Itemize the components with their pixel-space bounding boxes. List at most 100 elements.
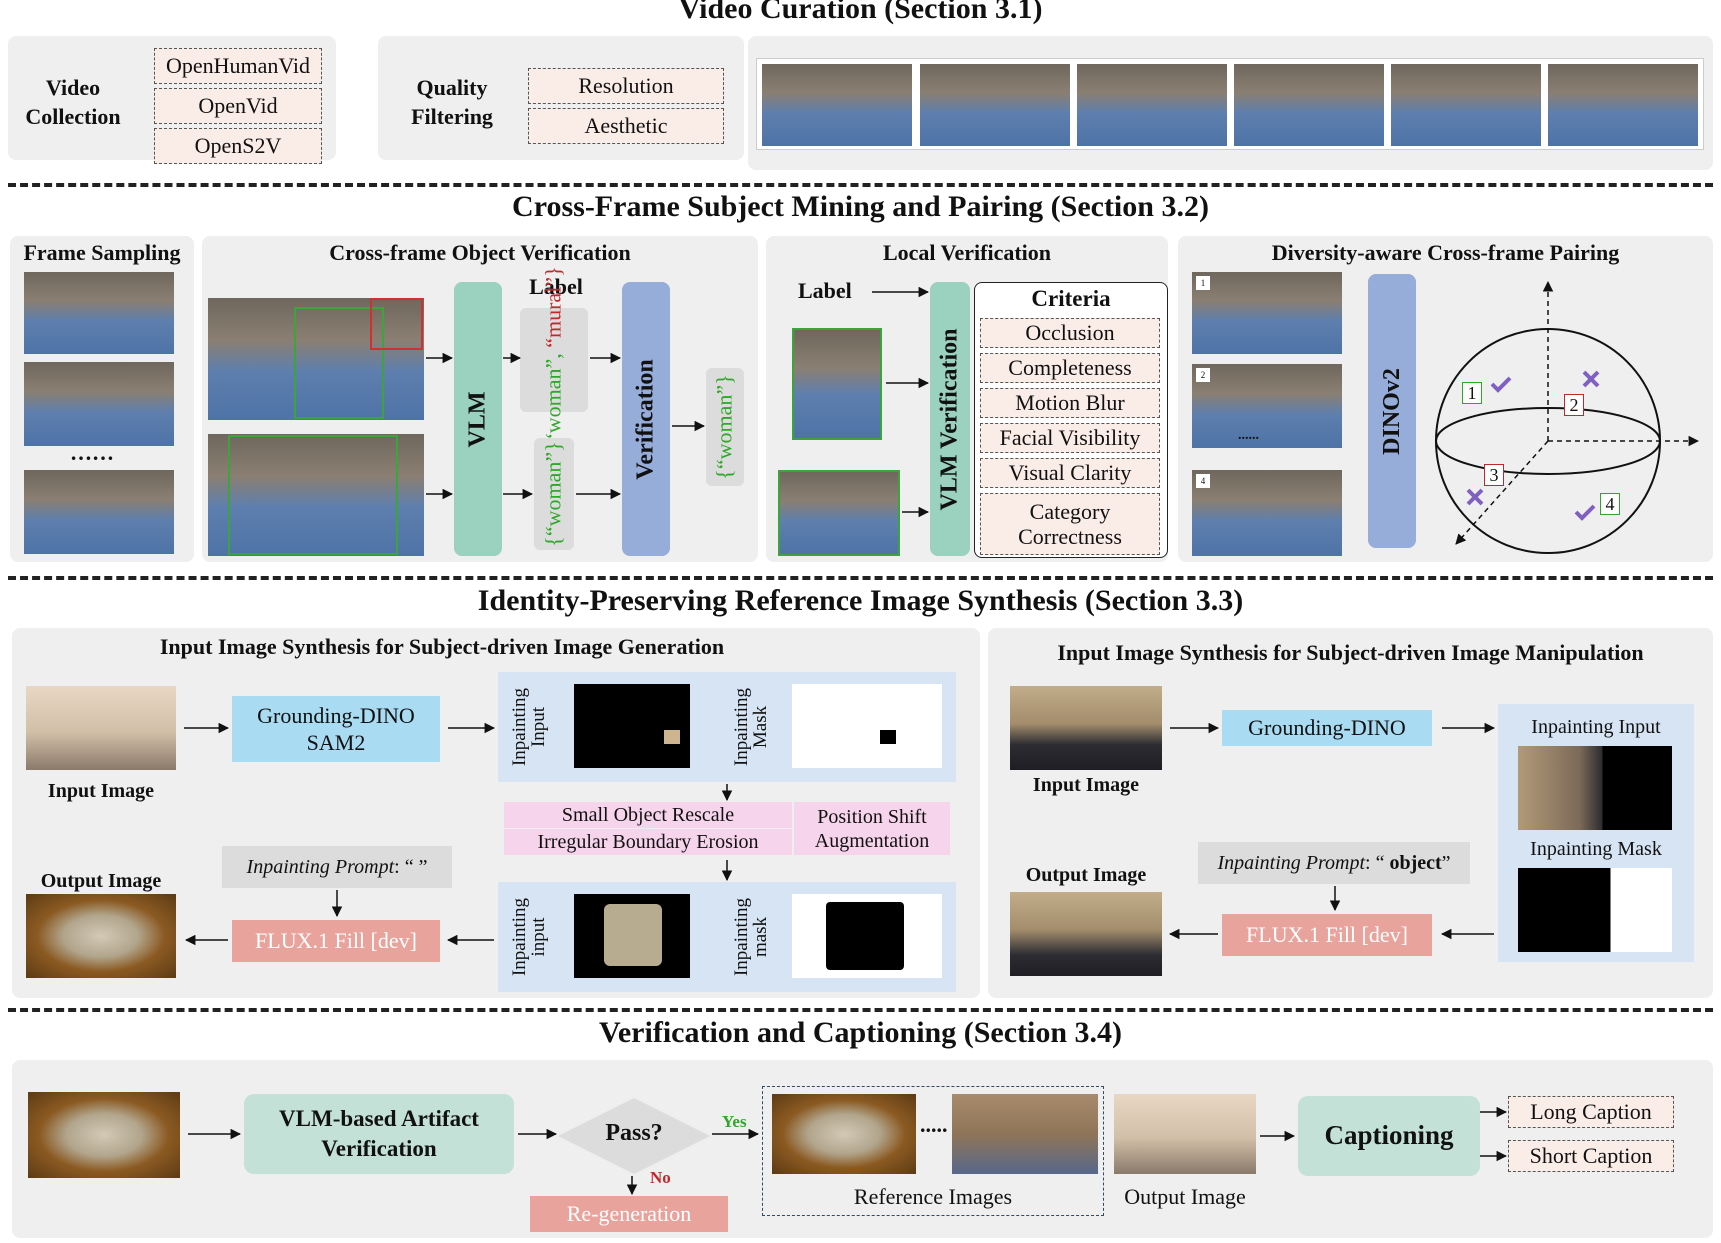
- man-input-image-label: Input Image: [1032, 774, 1140, 796]
- regeneration-box: Re-generation: [530, 1196, 728, 1232]
- video-collection-label: Video Collection: [25, 75, 121, 129]
- pass-label: Pass?: [605, 1120, 663, 1146]
- man-flux-box: FLUX.1 Fill [dev]: [1222, 914, 1432, 956]
- criterion-facial-visibility: Facial Visibility: [980, 423, 1160, 453]
- pair-frame-id-1: 1: [1196, 276, 1210, 290]
- local-verification-title: Local Verification: [882, 240, 1052, 265]
- video-frame-3: [1077, 64, 1227, 146]
- verification-box: Verification: [622, 282, 670, 556]
- quality-filtering-label: Quality Filtering: [411, 75, 493, 129]
- sphere-point-1: 1: [1462, 382, 1482, 404]
- man-output-image-label: Output Image: [1025, 864, 1147, 886]
- inpaint-mask-label-bottom: Inpainting mask: [731, 897, 772, 977]
- reference-images-box: [762, 1086, 1104, 1216]
- sphere-point-2: 2: [1564, 394, 1584, 416]
- captioning-box: Captioning: [1298, 1096, 1480, 1176]
- bbox-woman-frame-2: [228, 435, 398, 555]
- aug-position-shift: Position Shift Augmentation: [794, 802, 950, 855]
- pair-frame-3: [1192, 470, 1342, 556]
- video-frame-4: [1234, 64, 1384, 146]
- criterion-completeness: Completeness: [980, 353, 1160, 383]
- tag-box-frame-1: {“woman”, “mural”}: [520, 266, 588, 454]
- yes-label: Yes: [722, 1112, 747, 1131]
- criterion-category-correctness: Category Correctness: [980, 493, 1160, 555]
- criterion-occlusion: Occlusion: [980, 318, 1160, 348]
- man-inpaint-input-image: [1518, 746, 1672, 830]
- caption-output-image: [1114, 1094, 1256, 1174]
- gen-input-image-label: Input Image: [47, 780, 155, 802]
- irregular-mask: [826, 902, 904, 970]
- inpaint-mask-label-top: Inpainting Mask: [731, 687, 772, 767]
- man-grounding-box: Grounding-DINO: [1222, 710, 1432, 746]
- frame-sampling-ellipsis: ……: [70, 440, 114, 465]
- verification-frame-1: [208, 298, 424, 420]
- inpaint-input-label-bottom: Inpainting input: [509, 897, 550, 977]
- criteria-title: Criteria: [1031, 286, 1111, 311]
- sampled-frame-3: [24, 470, 174, 554]
- bbox-woman-frame-1: [294, 307, 384, 419]
- small-mask: [880, 730, 896, 744]
- inpaint-input-label-top: Inpainting Input: [509, 687, 550, 767]
- caption-output-image-label: Output Image: [1124, 1184, 1246, 1209]
- no-label: No: [650, 1168, 671, 1187]
- man-inpaint-mask-image: [1518, 868, 1672, 952]
- video-frame-2: [920, 64, 1070, 146]
- aug-small-object-rescale: Small Object Rescale: [504, 802, 792, 828]
- inpaint-mask-image-top: [792, 684, 942, 768]
- section-title-captioning: Verification and Captioning (Section 3.4…: [598, 1016, 1123, 1049]
- reference-image-1: [772, 1094, 916, 1174]
- pair-frame-2: [1192, 364, 1342, 448]
- filter-aesthetic: Aesthetic: [528, 108, 724, 144]
- local-crop-1: [792, 328, 882, 440]
- gen-input-image: [26, 686, 176, 770]
- caption-input-image: [28, 1092, 180, 1178]
- tag-woman-2: {“woman”}: [541, 441, 567, 547]
- dataset-opens2v: OpenS2V: [154, 128, 322, 164]
- section-title-mining: Cross-Frame Subject Mining and Pairing (…: [512, 190, 1209, 223]
- gen-prompt-box: Inpainting Prompt: “ ”: [222, 846, 452, 888]
- man-inpaint-mask-label: Inpainting Mask: [1530, 838, 1662, 860]
- pair-frame-1: [1192, 272, 1342, 354]
- video-frame-6: [1548, 64, 1698, 146]
- verification-frame-2: [208, 434, 424, 556]
- sampled-frame-2: [24, 362, 174, 446]
- man-inpaint-input-label: Inpainting Input: [1531, 716, 1661, 738]
- dataset-openvid: OpenVid: [154, 88, 322, 124]
- man-prompt-box: Inpainting Prompt: “ object”: [1198, 842, 1470, 884]
- sphere-point-3: 3: [1484, 464, 1504, 486]
- local-crop-2: [778, 470, 900, 556]
- inpaint-input-image-top: [574, 684, 690, 768]
- criterion-motion-blur: Motion Blur: [980, 388, 1160, 418]
- video-frame-5: [1391, 64, 1541, 146]
- reference-images-label: Reference Images: [853, 1184, 1013, 1209]
- gen-output-image: [26, 894, 176, 978]
- tag-woman-result: {“woman”}: [712, 374, 738, 480]
- man-input-image: [1010, 686, 1162, 770]
- frame-sampling-title: Frame Sampling: [23, 240, 181, 265]
- dataset-openhumanvid: OpenHumanVid: [154, 48, 322, 84]
- film-strip: [756, 58, 1704, 150]
- cross-frame-verification-title: Cross-frame Object Verification: [329, 240, 631, 265]
- dinov2-box: DINOv2: [1368, 274, 1416, 548]
- small-object: [664, 730, 680, 744]
- section-divider-1: [8, 183, 1713, 187]
- generation-synthesis-title: Input Image Synthesis for Subject-driven…: [159, 634, 725, 659]
- section-title-synthesis: Identity-Preserving Reference Image Synt…: [477, 584, 1244, 617]
- tag-box-frame-2: {“woman”}: [534, 438, 574, 550]
- pair-frame-id-2: 2: [1196, 368, 1210, 382]
- section-divider-3: [8, 1008, 1713, 1012]
- sampled-frame-1: [24, 272, 174, 354]
- section-divider-2: [8, 576, 1713, 580]
- video-frame-1: [762, 64, 912, 146]
- section-title-curation: Video Curation (Section 3.1): [678, 0, 1043, 25]
- reference-ellipsis: .....: [920, 1112, 948, 1137]
- bbox-mural-frame-1: [370, 298, 423, 350]
- label-heading: Label: [529, 274, 583, 299]
- manipulation-synthesis-title: Input Image Synthesis for Subject-driven…: [1057, 640, 1644, 665]
- gen-output-image-label: Output Image: [40, 870, 162, 892]
- filter-resolution: Resolution: [528, 68, 724, 104]
- long-caption-box: Long Caption: [1508, 1096, 1674, 1128]
- criterion-visual-clarity: Visual Clarity: [980, 458, 1160, 488]
- artifact-verification-box: VLM-based Artifact Verification: [244, 1094, 514, 1174]
- aug-irregular-boundary-erosion: Irregular Boundary Erosion: [504, 829, 792, 855]
